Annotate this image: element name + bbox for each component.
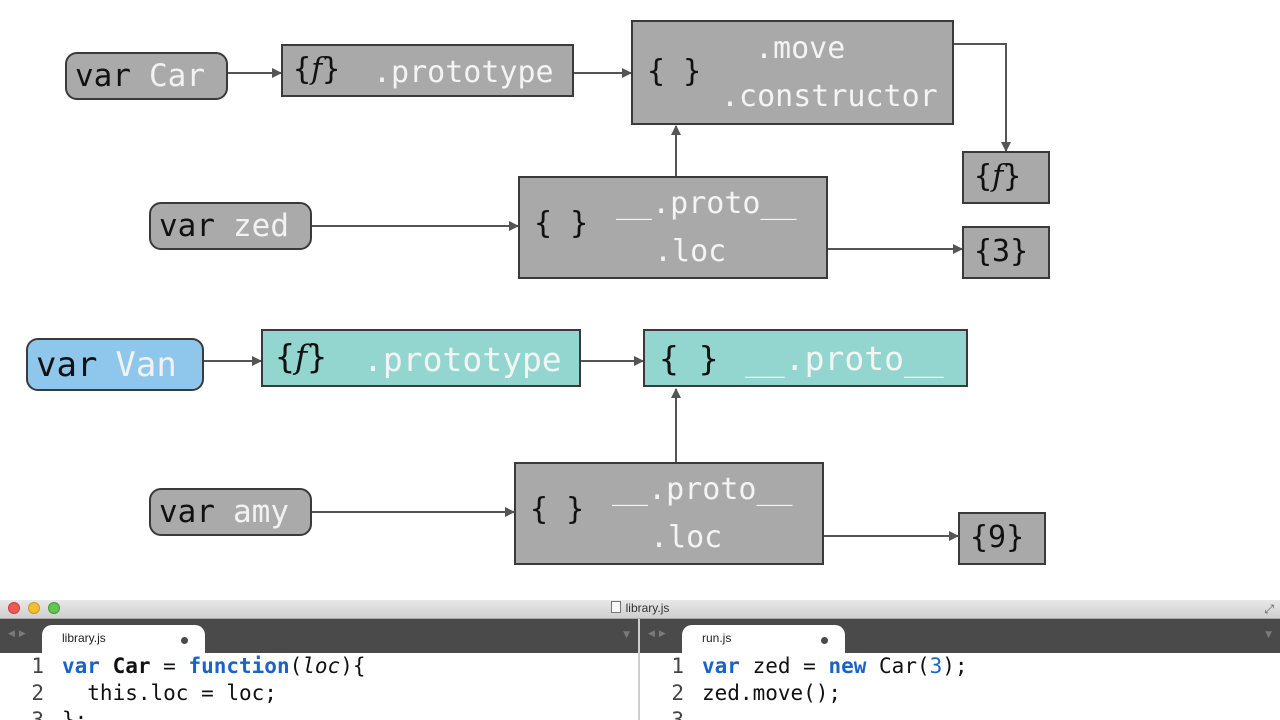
van-prototype-object: { } __.proto__: [643, 329, 968, 387]
window-title-text: library.js: [625, 601, 670, 615]
proto-prop: __.proto__: [616, 186, 797, 221]
prototype-prop: .prototype: [373, 55, 554, 90]
code-line: 2 this.loc = loc;: [0, 681, 277, 708]
zed-object: { } __.proto__ .loc: [518, 176, 828, 279]
tab-nav-arrows-icon[interactable]: ◀▶: [648, 629, 670, 639]
line-number: 1: [31, 654, 44, 678]
proto-prop: __.proto__: [745, 339, 944, 378]
pane-divider[interactable]: [638, 619, 640, 720]
code-line: 3};: [0, 708, 87, 720]
var-van: var Van: [26, 338, 204, 391]
function-braces: {f}: [293, 52, 341, 87]
tab-library-js[interactable]: library.js: [42, 625, 205, 655]
unsaved-dot-icon: [181, 637, 188, 644]
line-number: 1: [671, 654, 684, 678]
var-keyword: var: [159, 208, 215, 244]
tab-label: library.js: [62, 631, 106, 645]
object-braces: { }: [647, 54, 702, 89]
tab-nav-arrows-icon[interactable]: ◀▶: [8, 629, 30, 639]
unsaved-dot-icon: [821, 637, 828, 644]
var-keyword: var: [75, 58, 131, 94]
function-symbol: f: [294, 337, 308, 376]
function-symbol: f: [992, 159, 1004, 194]
van-function-object: {f} .prototype: [261, 329, 581, 387]
loc-prop: .loc: [650, 520, 723, 555]
object-braces: { }: [659, 339, 719, 378]
loc-prop: .loc: [654, 234, 727, 269]
window-title: library.js: [0, 601, 1280, 615]
code-line: 3: [640, 708, 702, 720]
amy-loc-value: {9}: [958, 512, 1046, 565]
diagram-arrows: [204, 43, 1011, 541]
line-number: 2: [671, 681, 684, 705]
function-braces: {f}: [974, 159, 1022, 194]
line-number: 3: [31, 708, 44, 720]
var-name: amy: [233, 494, 289, 530]
zoom-window-button[interactable]: [48, 602, 60, 614]
move-function-object: {f}: [962, 151, 1050, 204]
object-braces: { }: [534, 206, 589, 241]
zed-loc-value: {3}: [962, 226, 1050, 279]
close-window-button[interactable]: [8, 602, 20, 614]
amy-object: { } __.proto__ .loc: [514, 462, 824, 565]
var-keyword: var: [159, 494, 215, 530]
tab-menu-icon[interactable]: ▼: [1265, 630, 1272, 640]
line-number: 2: [31, 681, 44, 705]
line-number: 3: [671, 708, 684, 720]
document-icon: [610, 601, 621, 613]
loc-value: {3}: [974, 234, 1029, 269]
car-function-object: {f} .prototype: [281, 44, 574, 97]
var-car: var Car: [65, 52, 228, 100]
var-name: zed: [233, 208, 289, 244]
window-titlebar: library.js ⤢: [0, 600, 1280, 619]
code-editor-window: library.js ⤢ ◀▶ library.js ▼ ◀▶ run.js ▼…: [0, 600, 1280, 720]
var-keyword: var: [36, 344, 98, 385]
var-name: Car: [149, 58, 205, 94]
car-prototype-object: { } .move .constructor: [631, 20, 954, 125]
constructor-prop: .constructor: [721, 79, 938, 114]
proto-prop: __.proto__: [612, 472, 793, 507]
tab-run-js[interactable]: run.js: [682, 625, 845, 655]
prototype-diagram: var Car {f} .prototype { } .move .constru…: [26, 20, 1050, 565]
object-braces: { }: [530, 492, 585, 527]
minimize-window-button[interactable]: [28, 602, 40, 614]
fullscreen-icon[interactable]: ⤢: [1264, 602, 1274, 616]
tab-menu-icon[interactable]: ▼: [623, 630, 630, 640]
function-braces: {f}: [275, 337, 327, 376]
prototype-prop: .prototype: [363, 340, 562, 379]
tab-label: run.js: [702, 631, 732, 645]
right-tab-bar: ◀▶ run.js ▼: [640, 619, 1280, 655]
left-tab-bar: ◀▶ library.js ▼: [0, 619, 638, 655]
var-name: Van: [115, 344, 177, 385]
loc-value: {9}: [970, 520, 1025, 555]
function-symbol: f: [311, 52, 323, 87]
arrow-move-to-fn: [953, 43, 1011, 152]
move-prop: .move: [755, 31, 846, 66]
